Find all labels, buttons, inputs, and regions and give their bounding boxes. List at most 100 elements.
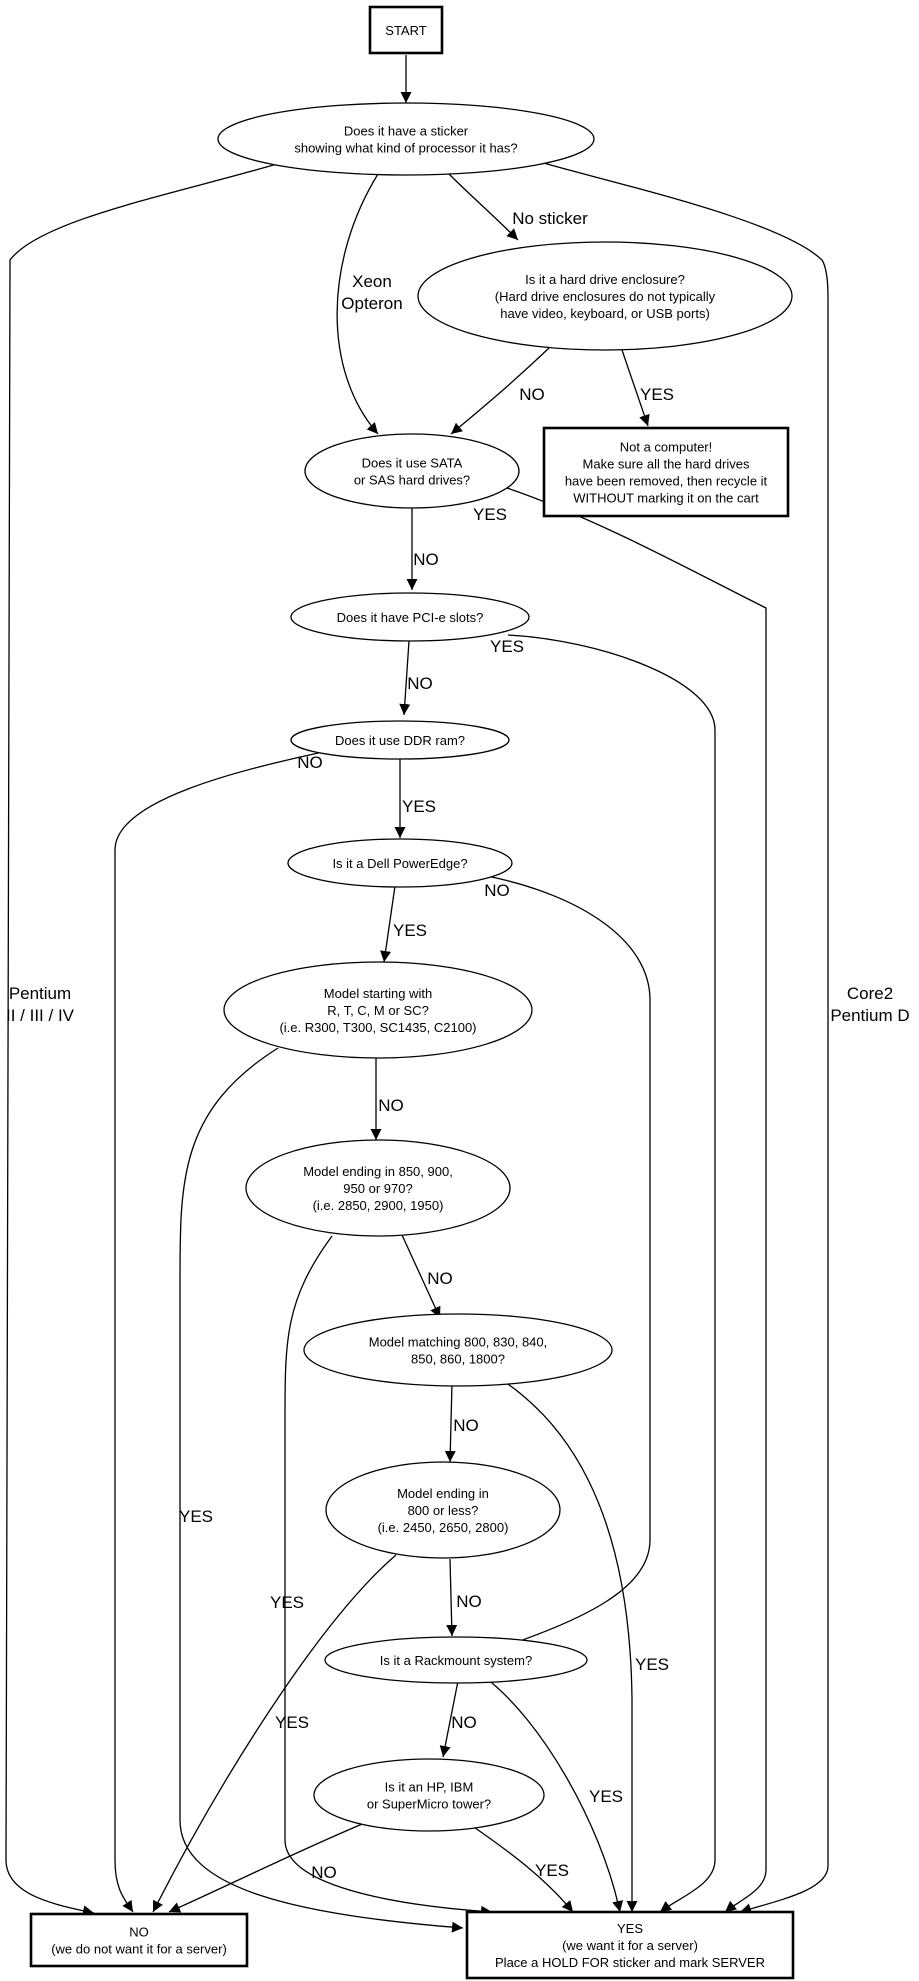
node-rackmount-text: Is it a Rackmount system? bbox=[380, 1653, 532, 1668]
text-line: Opteron bbox=[341, 294, 402, 313]
node-start-text: START bbox=[385, 23, 426, 38]
text-line: II / III / IV bbox=[6, 1006, 75, 1025]
edge-poweredge-yes bbox=[380, 885, 396, 963]
text-line: Model ending in 850, 900, bbox=[303, 1164, 453, 1179]
node-sata-text: Does it use SATA or SAS hard drives? bbox=[354, 456, 470, 488]
edge-label-m850-yes: YES bbox=[270, 1593, 304, 1612]
text-line: or SAS hard drives? bbox=[354, 473, 470, 488]
node-pcie-text: Does it have PCI-e slots? bbox=[337, 610, 484, 625]
node-model-800-text: Model matching 800, 830, 840,850, 860, 1… bbox=[369, 1335, 548, 1367]
text-line: NO bbox=[519, 385, 545, 404]
text-line: Core2 bbox=[847, 984, 893, 1003]
node-model-800: Model matching 800, 830, 840,850, 860, 1… bbox=[303, 1313, 613, 1387]
edge-m850-yes bbox=[284, 1235, 493, 1917]
edge-label-no-sticker: No sticker bbox=[512, 209, 588, 228]
edge-label-hdd-yes: YES bbox=[640, 385, 674, 404]
text-line: NO bbox=[378, 1096, 404, 1115]
text-line: YES bbox=[640, 385, 674, 404]
edge-rack-no bbox=[439, 1680, 459, 1758]
text-line: NO bbox=[413, 550, 439, 569]
text-line: NO bbox=[451, 1713, 477, 1732]
text-line: NO bbox=[427, 1269, 453, 1288]
text-line: Does it have PCI-e slots? bbox=[337, 610, 484, 625]
edge-m800-no bbox=[444, 1382, 456, 1463]
text-line: Place a HOLD FOR sticker and mark SERVER bbox=[495, 1955, 765, 1970]
text-line: NO bbox=[407, 674, 433, 693]
node-ddr-text: Does it use DDR ram? bbox=[335, 733, 465, 748]
node-start: START bbox=[368, 5, 444, 55]
edge-label-poweredge-yes: YES bbox=[393, 921, 427, 940]
edge-less-yes bbox=[152, 1554, 397, 1913]
node-yes-result-text: YES (we want it for a server) Place a HOLD… bbox=[495, 1921, 765, 1970]
node-no-result-text: NO(we do not want it for a server) bbox=[51, 1925, 227, 1957]
node-tower-text: Is it an HP, IBM or SuperMicro tower? bbox=[367, 1780, 491, 1812]
edge-label-poweredge-no: NO bbox=[484, 881, 510, 900]
text-line: Is it an HP, IBM bbox=[385, 1780, 474, 1795]
edge-poweredge-no bbox=[486, 875, 651, 1649]
edge-hdd-yes bbox=[621, 349, 650, 427]
edge-sticker-pentium bbox=[5, 163, 278, 1917]
node-yes-result: YES (we want it for a server) Place a HOLD… bbox=[465, 1910, 795, 1980]
node-tower: Is it an HP, IBM or SuperMicro tower? bbox=[313, 1758, 545, 1832]
text-line: YES bbox=[275, 1713, 309, 1732]
text-line: YES bbox=[402, 797, 436, 816]
text-line: Xeon bbox=[352, 272, 392, 291]
edge-label-ddr-yes: YES bbox=[402, 797, 436, 816]
text-line: YES bbox=[617, 1921, 643, 1936]
edge-pcie-yes bbox=[507, 634, 716, 1913]
text-line: 950 or 970? bbox=[343, 1181, 412, 1196]
text-line: NO bbox=[484, 881, 510, 900]
text-line: (we want it for a server) bbox=[562, 1938, 698, 1953]
edge-label-rack-no: NO bbox=[451, 1713, 477, 1732]
edge-tower-no bbox=[168, 1821, 368, 1913]
text-line: Model starting with bbox=[324, 986, 432, 1001]
text-line: showing what kind of processor it has? bbox=[294, 141, 517, 156]
edge-rack-yes bbox=[486, 1678, 624, 1913]
edge-less-no bbox=[446, 1558, 458, 1637]
text-line: 800 or less? bbox=[408, 1503, 479, 1518]
edge-label-pcie-yes: YES bbox=[490, 637, 524, 656]
node-not-computer: Not a computer!Make sure all the hard dr… bbox=[542, 426, 790, 518]
edge-sticker-xeon bbox=[336, 173, 379, 435]
text-line: Not a computer! bbox=[620, 440, 713, 455]
edge-label-tower-yes: YES bbox=[535, 1861, 569, 1880]
text-line: YES bbox=[179, 1507, 213, 1526]
text-line: YES bbox=[490, 637, 524, 656]
text-line: Model matching 800, 830, 840, bbox=[369, 1335, 548, 1350]
edge-label-pcie-no: NO bbox=[407, 674, 433, 693]
edge-label-hdd-no: NO bbox=[519, 385, 545, 404]
edge-pcie-no bbox=[399, 640, 411, 716]
text-line: Does it use SATA bbox=[362, 456, 463, 471]
text-line: have been removed, then recycle it bbox=[565, 474, 768, 489]
text-line: Does it use DDR ram? bbox=[335, 733, 465, 748]
edge-tower-yes bbox=[467, 1822, 574, 1913]
text-line: (Hard drive enclosures do not typically bbox=[495, 289, 716, 304]
node-poweredge: Is it a Dell PowerEdge? bbox=[287, 838, 513, 888]
text-line: (i.e. R300, T300, SC1435, C2100) bbox=[279, 1020, 476, 1035]
edge-label-tower-no: NO bbox=[311, 1863, 337, 1882]
text-line: or SuperMicro tower? bbox=[367, 1797, 491, 1812]
node-no-result: NO(we do not want it for a server) bbox=[29, 1912, 249, 1968]
edge-m850-no bbox=[401, 1234, 441, 1319]
text-line: Is it a Rackmount system? bbox=[380, 1653, 532, 1668]
node-sata: Does it use SATA or SAS hard drives? bbox=[304, 433, 520, 509]
edge-label-m800-yes: YES bbox=[635, 1655, 669, 1674]
text-line: YES bbox=[589, 1787, 623, 1806]
edge-label-rack-yes: YES bbox=[589, 1787, 623, 1806]
text-line: NO bbox=[311, 1863, 337, 1882]
node-rackmount: Is it a Rackmount system? bbox=[324, 1636, 588, 1684]
edge-label-rtcm-no: NO bbox=[378, 1096, 404, 1115]
text-line: YES bbox=[270, 1593, 304, 1612]
edge-m800-yes bbox=[504, 1381, 638, 1912]
edges bbox=[5, 55, 829, 1933]
text-line: YES bbox=[473, 505, 507, 524]
